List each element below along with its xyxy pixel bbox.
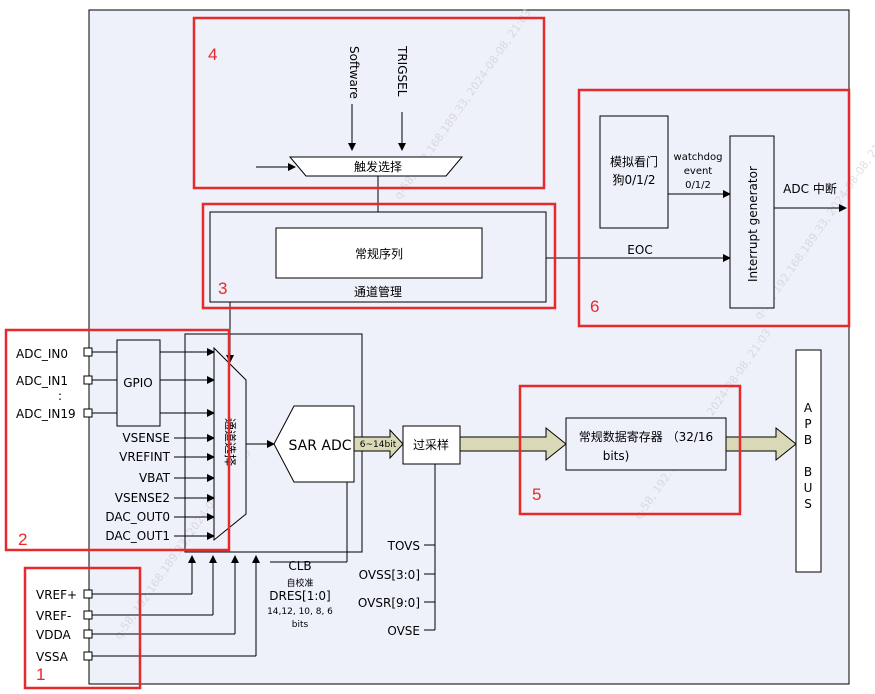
supply-pin: [83, 629, 93, 639]
apb-bus-letter: U: [804, 481, 813, 495]
svg-text:过采样: 过采样: [413, 437, 449, 452]
svg-text:狗0/1/2: 狗0/1/2: [613, 173, 656, 187]
region-number-2: 2: [18, 530, 27, 549]
dres-label: DRES[1:0]: [269, 589, 330, 603]
svg-text:14,12, 10, 8, 6: 14,12, 10, 8, 6: [267, 607, 333, 617]
apb-bus-letter: S: [804, 497, 812, 511]
svg-text::: :: [58, 389, 62, 403]
main-frame: [88, 9, 850, 685]
internal-channel-label: DAC_OUT1: [105, 529, 170, 543]
svg-text:自校准: 自校准: [286, 577, 313, 589]
trigger-select-label: 触发选择: [354, 159, 402, 174]
supply-pin: [83, 589, 93, 599]
supply-pins: VREF+ VREF- VDDA VSSA: [36, 588, 256, 664]
adc-interrupt-label: ADC 中断: [783, 181, 837, 196]
channel-management: 常规序列 通道管理 EOC: [209, 211, 731, 363]
clb-label: CLB: [288, 559, 311, 573]
data-arrow-register-apb: [725, 426, 797, 462]
apb-bus-letter: P: [804, 417, 811, 431]
software-label: Software: [347, 46, 361, 99]
apb-bus-letter: B: [804, 465, 812, 479]
region-number-6: 6: [590, 297, 599, 316]
oversample-ctrl-label: TOVS: [387, 539, 420, 553]
gpio-block: [116, 339, 161, 427]
internal-channel-label: VSENSE: [122, 431, 170, 445]
internal-channel-label: DAC_OUT0: [105, 510, 170, 524]
channel-mgmt-label: 通道管理: [354, 284, 402, 299]
input-section: ADC_IN0 ADC_IN1 : ADC_IN19 GPIO VSENSE VR…: [16, 339, 215, 543]
svg-text:SAR ADC: SAR ADC: [288, 438, 351, 454]
data-register: [565, 417, 727, 471]
svg-text:Interrupt generator: Interrupt generator: [746, 166, 760, 282]
svg-text:模拟看门: 模拟看门: [610, 154, 658, 169]
oversample-ctrl-label: OVSS[3:0]: [359, 568, 420, 582]
svg-text:0/1/2: 0/1/2: [685, 180, 711, 191]
region-highlights: [4, 16, 851, 690]
region-number-4: 4: [208, 45, 217, 64]
region-number-1: 1: [36, 665, 45, 684]
interrupt-section: 模拟看门 狗0/1/2 watchdog event 0/1/2 Interru…: [599, 115, 847, 309]
internal-channel-label: VREFINT: [119, 450, 171, 464]
apb-bus: [795, 349, 822, 573]
adc-in19-label: ADC_IN19: [16, 407, 76, 421]
regular-sequence-box: [275, 227, 483, 279]
trigger-select-mux: [288, 156, 464, 177]
data-arrow-oversampler-register: [459, 426, 567, 462]
svg-text:event: event: [684, 166, 713, 177]
svg-text:GPIO: GPIO: [123, 376, 153, 390]
interrupt-generator: [729, 135, 775, 309]
apb-bus-letter: A: [804, 401, 813, 415]
data-arrow-adc-oversampler: [353, 428, 404, 460]
supply-pin-label: VDDA: [36, 628, 71, 642]
oversample-ctrl-label: OVSR[9:0]: [358, 596, 420, 610]
supply-pin-label: VREF-: [36, 609, 71, 623]
svg-text:常规数据寄存器 （32/16: 常规数据寄存器 （32/16: [579, 429, 713, 444]
svg-text:watchdog: watchdog: [674, 152, 723, 163]
trigsel-label: TRIGSEL: [395, 45, 409, 97]
watchdog-block: [599, 115, 669, 229]
trigger-section: Software TRIGSEL 触发选择: [256, 45, 464, 227]
supply-pin: [83, 651, 93, 661]
eoc-label: EOC: [627, 243, 652, 257]
regular-sequence-label: 常规序列: [355, 246, 403, 261]
svg-text:6~14bit: 6~14bit: [360, 440, 397, 450]
internal-channel-label: VBAT: [139, 471, 171, 485]
adc-in1-label: ADC_IN1: [16, 374, 68, 388]
region-number-5: 5: [532, 485, 541, 504]
apb-bus-letter: B: [804, 433, 812, 447]
svg-text:bits: bits: [292, 620, 309, 630]
internal-channel-label: VSENSE2: [115, 491, 170, 505]
supply-pin: [83, 610, 93, 620]
supply-pin-label: VREF+: [36, 588, 77, 602]
oversample-ctrl-label: OVSE: [387, 624, 420, 638]
supply-pin-label: VSSA: [36, 650, 69, 664]
adc-in0-label: ADC_IN0: [16, 347, 68, 361]
oversampler-block: [402, 425, 461, 465]
svg-text:bits): bits): [603, 449, 630, 463]
region-number-3: 3: [218, 279, 227, 298]
